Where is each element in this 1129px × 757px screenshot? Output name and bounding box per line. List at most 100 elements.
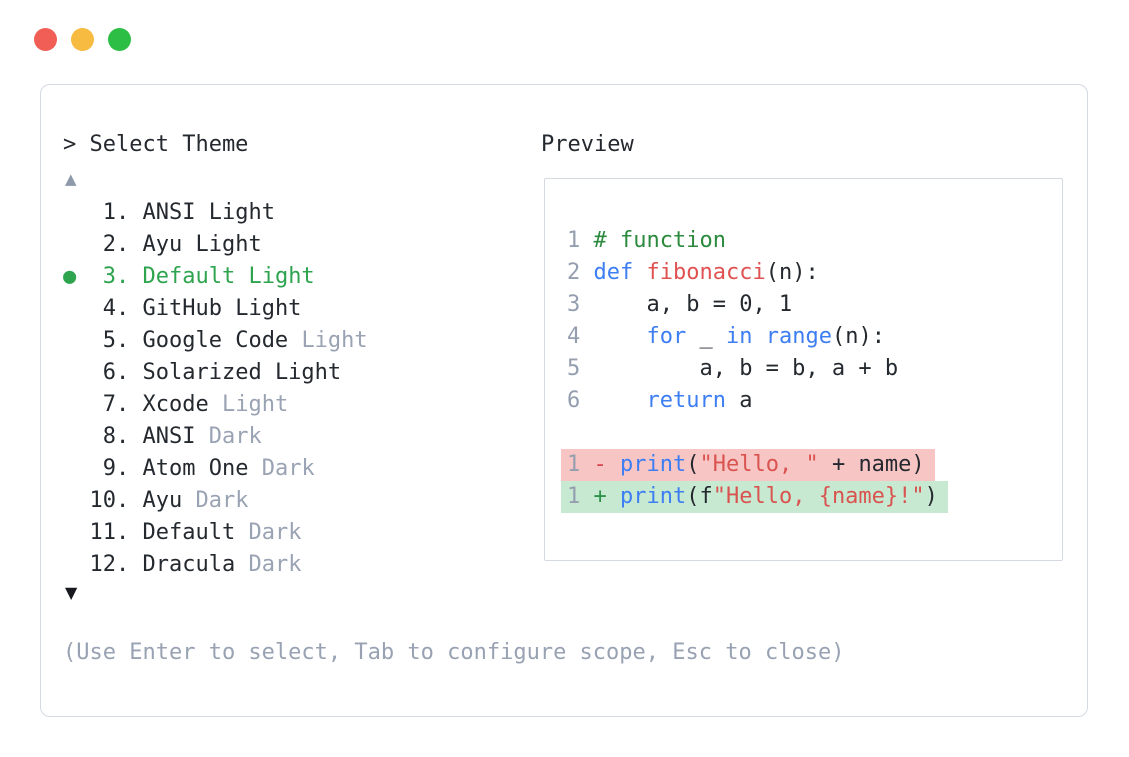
bullet-spacer [63,552,90,577]
preview-title: Preview [541,132,634,157]
code-token-keyword: range [765,324,832,349]
maximize-button[interactable] [108,28,131,51]
line-number: 3 [567,292,594,317]
code-token-plain: a, b = b, a + b [593,356,899,381]
line-number: 1 [567,228,594,253]
code-token-function: fibonacci [646,260,766,285]
code-token-keyword: print [620,484,687,509]
code-token-plain: a, b = 0, 1 [593,292,793,317]
code-token-keyword: in [725,324,753,349]
diff-line-addition: 1 + print(f"Hello, {name}!") [561,481,1054,513]
code-token-plain [594,324,647,349]
bullet-spacer [63,520,90,545]
theme-item-11[interactable]: 11. Default Dark [63,517,368,549]
diff-line-deletion: 1 - print("Hello, " + name) [561,449,1054,481]
theme-item-variant: Dark [195,488,249,513]
bullet-spacer [63,392,90,417]
theme-item-name: ANSI [142,424,209,449]
line-number: 6 [567,388,594,413]
theme-item-4[interactable]: 4. GitHub Light [63,293,368,325]
theme-picker-panel: > Select Theme ▲ 1. ANSI Light 2. Ayu Li… [40,84,1088,717]
theme-item-number: 2. [89,232,143,257]
theme-item-name: Google Code [142,328,302,353]
code-token-comment: # function [593,228,726,253]
theme-item-variant: Light [274,360,342,385]
theme-item-number: 4. [89,296,143,321]
bullet-spacer [63,456,90,481]
theme-item-name: Ayu [142,232,196,257]
code-token-plain: ) [924,484,938,509]
diff-highlight-addition: 1 + print(f"Hello, {name}!") [561,481,948,513]
theme-item-name: Xcode [142,392,222,417]
code-token-keyword: for [646,324,687,349]
theme-item-variant: Light [208,200,275,225]
code-preview: 1 # function 2 def fibonacci (n): 3 a, b = … [561,225,1054,513]
theme-item-number: 8. [89,424,143,449]
theme-item-number: 10. [89,488,143,513]
theme-item-number: 1. [89,200,143,225]
theme-item-number: 6. [89,360,143,385]
theme-item-variant: Dark [248,552,302,577]
scroll-down-icon[interactable]: ▼ [65,583,78,602]
theme-item-variant: Light [301,328,368,353]
bullet-spacer [63,200,90,225]
theme-item-9[interactable]: 9. Atom One Dark [63,453,368,485]
preview-box: 1 # function 2 def fibonacci (n): 3 a, b = … [544,178,1063,561]
close-button[interactable] [34,28,57,51]
theme-list: 1. ANSI Light 2. Ayu Light● 3. Default L… [63,197,368,581]
code-token-plain: _ [686,324,726,349]
theme-item-variant: Dark [208,424,262,449]
minimize-button[interactable] [71,28,94,51]
line-number: 2 [567,260,594,285]
window-controls [34,28,131,51]
code-token-plain [633,260,646,285]
theme-item-name: Default [142,520,249,545]
code-token-plain [752,324,765,349]
selected-bullet-icon: ● [63,264,90,289]
line-number: 1 [567,452,594,477]
theme-item-6[interactable]: 6. Solarized Light [63,357,368,389]
theme-item-name: ANSI [142,200,209,225]
theme-item-number: 11. [89,520,143,545]
code-token-del-sign: - [593,452,620,477]
code-token-add-sign: + [593,484,620,509]
diff-highlight-deletion: 1 - print("Hello, " + name) [561,449,935,481]
code-token-keyword: return [646,388,726,413]
bullet-spacer [63,488,90,513]
code-token-plain: + name) [818,452,925,477]
code-token-string: "Hello, {name}!" [712,484,925,509]
theme-item-name: Solarized [142,360,275,385]
theme-item-number: 9. [89,456,143,481]
code-line: 4 for _ in range(n): [567,321,1054,353]
theme-item-7[interactable]: 7. Xcode Light [63,389,368,421]
theme-item-5[interactable]: 5. Google Code Light [63,325,368,357]
code-token-plain: (n): [831,324,885,349]
theme-item-variant: Light [235,296,302,321]
theme-item-8[interactable]: 8. ANSI Dark [63,421,368,453]
help-text: (Use Enter to select, Tab to configure s… [63,640,845,665]
theme-item-3[interactable]: ● 3. Default Light [63,261,368,293]
code-token-keyword: def [593,260,634,285]
code-token-plain [594,388,647,413]
theme-item-variant: Dark [248,520,302,545]
theme-item-2[interactable]: 2. Ayu Light [63,229,368,261]
code-line: 5 a, b = b, a + b [567,353,1054,385]
theme-item-1[interactable]: 1. ANSI Light [63,197,368,229]
code-blank-line [567,417,1054,449]
bullet-spacer [63,296,90,321]
theme-item-12[interactable]: 12. Dracula Dark [63,549,368,581]
theme-item-variant: Light [221,392,289,417]
theme-item-name: Ayu [142,488,196,513]
bullet-spacer [63,232,90,257]
code-line: 1 # function [567,225,1054,257]
theme-item-number: 7. [89,392,143,417]
code-line: 3 a, b = 0, 1 [567,289,1054,321]
bullet-spacer [63,360,90,385]
code-token-plain: ( [686,452,700,477]
theme-item-variant: Dark [261,456,315,481]
theme-item-name: Dracula [142,552,249,577]
line-number: 4 [567,324,594,349]
scroll-up-icon[interactable]: ▲ [65,170,77,188]
theme-item-10[interactable]: 10. Ayu Dark [63,485,368,517]
